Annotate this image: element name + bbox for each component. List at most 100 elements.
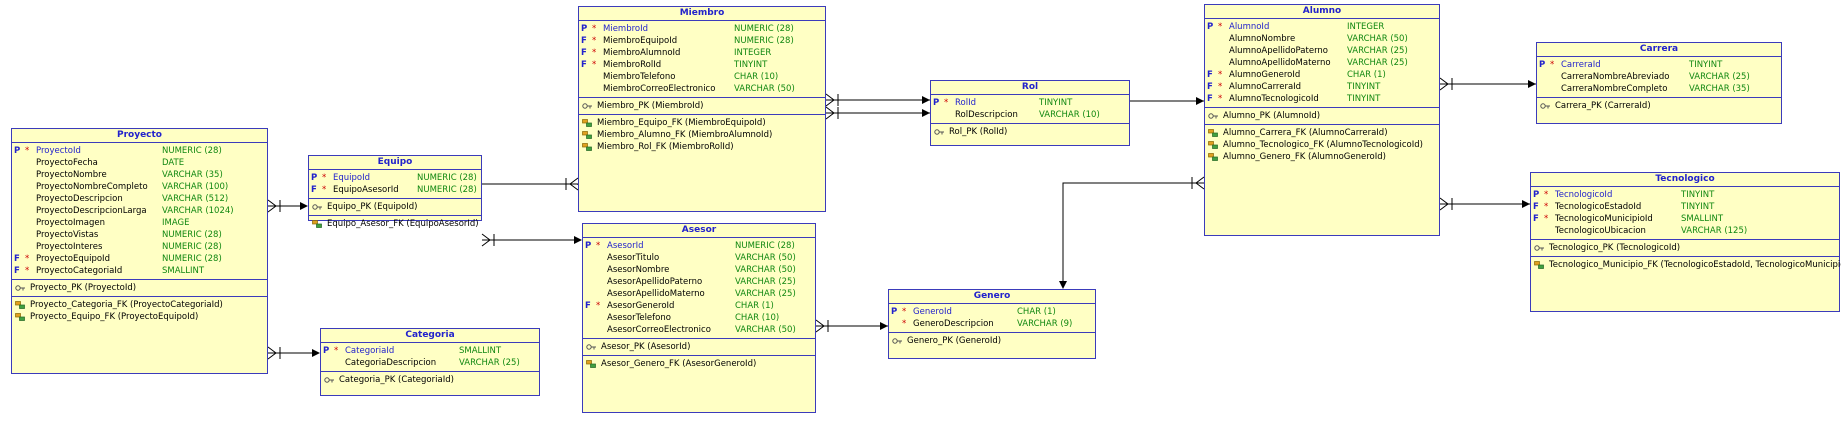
foreign-key-row[interactable]: Proyecto_Categoria_FK (ProyectoCategoria… (12, 299, 267, 311)
foreign-key-label: Miembro_Alumno_FK (MiembroAlumnoId) (597, 130, 773, 140)
column-required-mark: * (592, 24, 597, 34)
primary-key-row[interactable]: Carrera_PK (CarreraId) (1537, 100, 1781, 112)
primary-key-row[interactable]: Categoria_PK (CategoriaId) (321, 374, 539, 386)
entity-title: Miembro (579, 7, 825, 21)
primary-key-row[interactable]: Rol_PK (RolId) (931, 126, 1129, 138)
foreign-key-row[interactable]: Equipo_Asesor_FK (EquipoAsesorId) (309, 218, 481, 230)
crowfoot (825, 99, 835, 107)
column-type: VARCHAR (35) (1689, 84, 1750, 94)
foreign-key-row[interactable]: Miembro_Equipo_FK (MiembroEquipoId) (579, 117, 825, 129)
foreign-key-row[interactable]: Alumno_Tecnologico_FK (AlumnoTecnologico… (1205, 139, 1439, 151)
primary-key-row[interactable]: Miembro_PK (MiembroId) (579, 100, 825, 112)
column-type: VARCHAR (50) (734, 84, 795, 94)
primary-key-row[interactable]: Asesor_PK (AsesorId) (583, 341, 815, 353)
column-type: VARCHAR (50) (735, 325, 796, 335)
primary-key-row[interactable]: Proyecto_PK (ProyectoId) (12, 282, 267, 294)
column-name: AlumnoApellidoPaterno (1229, 46, 1328, 56)
foreign-key-row[interactable]: Alumno_Carrera_FK (AlumnoCarreraId) (1205, 127, 1439, 139)
foreign-key-row[interactable]: Miembro_Alumno_FK (MiembroAlumnoId) (579, 129, 825, 141)
primary-key-row[interactable]: Equipo_PK (EquipoId) (309, 201, 481, 213)
entity-title: Asesor (583, 224, 815, 238)
column-type: SMALLINT (1681, 214, 1724, 224)
foreign-key-row[interactable]: Alumno_Genero_FK (AlumnoGeneroId) (1205, 151, 1439, 163)
column-name: AlumnoNombre (1229, 34, 1296, 44)
column-key-flag: F (581, 48, 587, 58)
column-name: AsesorGeneroId (607, 301, 675, 311)
primary-key-row[interactable]: Tecnologico_PK (TecnologicoId) (1531, 242, 1839, 254)
foreign-key-section: Alumno_Carrera_FK (AlumnoCarreraId)Alumn… (1205, 124, 1439, 165)
entity-title: Proyecto (12, 129, 267, 143)
column-type: TINYINT (1681, 190, 1715, 200)
foreign-key-row[interactable]: Proyecto_Equipo_FK (ProyectoEquipoId) (12, 311, 267, 323)
primary-key-row[interactable]: Alumno_PK (AlumnoId) (1205, 110, 1439, 122)
crowfoot (825, 106, 835, 114)
column-name: ProyectoDescripcionLarga (36, 206, 147, 216)
primary-key-row[interactable]: Genero_PK (GeneroId) (889, 335, 1095, 347)
column-name: AlumnoGeneroId (1229, 70, 1301, 80)
crowfoot (267, 205, 277, 213)
primary-key-section: Proyecto_PK (ProyectoId) (12, 279, 267, 296)
foreign-key-row[interactable]: Asesor_Genero_FK (AsesorGeneroId) (583, 358, 815, 370)
foreign-key-row[interactable]: Miembro_Rol_FK (MiembroRolId) (579, 141, 825, 153)
foreign-key-row[interactable]: Tecnologico_Municipio_FK (TecnologicoEst… (1531, 259, 1841, 271)
